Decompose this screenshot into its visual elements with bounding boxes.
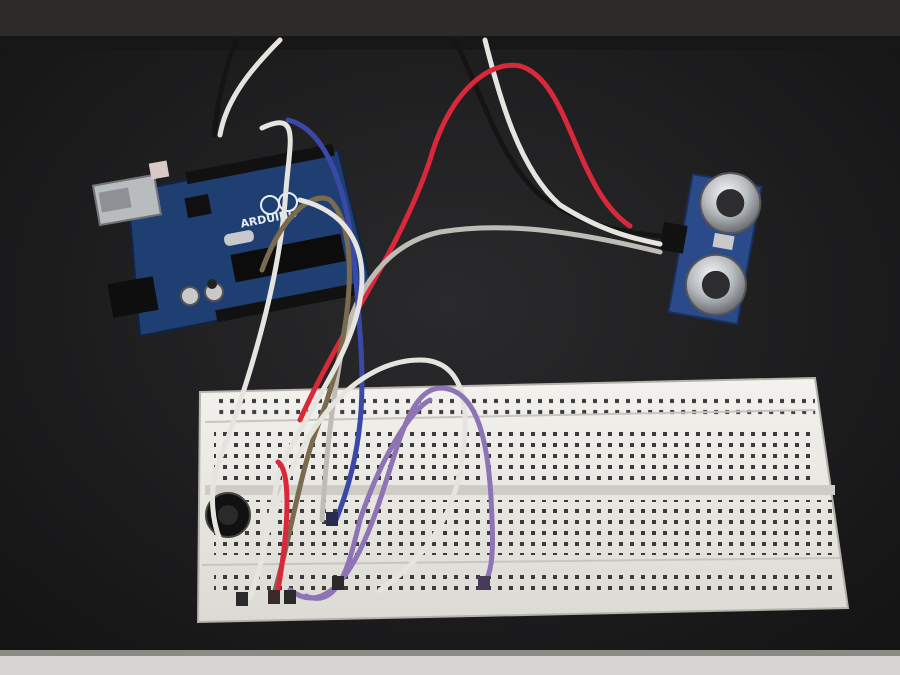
top-perforation-strip bbox=[0, 36, 900, 50]
digital-header bbox=[185, 143, 335, 185]
wire-white-3 bbox=[267, 357, 468, 593]
wire-purple-1 bbox=[287, 385, 495, 601]
wire-black-top bbox=[211, 37, 239, 138]
wire-red-short bbox=[275, 459, 290, 593]
wire-blue bbox=[285, 117, 365, 523]
top-band bbox=[0, 0, 900, 36]
bottom-power-rail bbox=[214, 570, 834, 592]
power-jack bbox=[107, 276, 159, 318]
wire-tips bbox=[236, 512, 490, 606]
jumper-wires bbox=[210, 37, 663, 601]
center-channel bbox=[205, 485, 835, 495]
wire-black-sensor bbox=[452, 37, 663, 239]
analog-header bbox=[215, 281, 365, 323]
terminal-strip-lower bbox=[214, 500, 834, 555]
top-power-rail bbox=[218, 394, 816, 416]
wire-brown bbox=[259, 195, 352, 597]
wire-white-top bbox=[217, 37, 283, 138]
wire-purple-2 bbox=[303, 397, 433, 601]
wire-white-sensor bbox=[482, 37, 663, 247]
microcontroller-chip bbox=[230, 233, 346, 283]
wire-gray-sensor bbox=[319, 225, 663, 523]
arduino-board: ARDUINO bbox=[91, 143, 374, 338]
sensor-pin-header bbox=[659, 221, 688, 254]
ultrasonic-sensor bbox=[659, 172, 763, 326]
wire-white-1 bbox=[210, 120, 293, 543]
